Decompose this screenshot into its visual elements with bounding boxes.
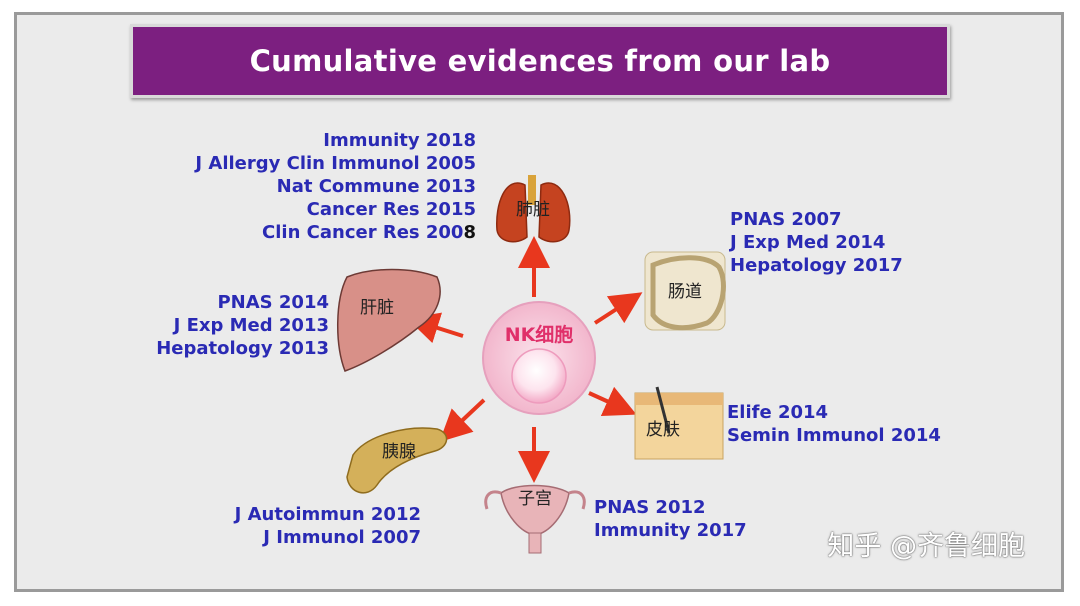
nk-cell: NK细胞 bbox=[482, 301, 596, 415]
citation: Immunity 2017 bbox=[594, 520, 747, 541]
citation: Hepatology 2013 bbox=[156, 338, 329, 359]
liver-citations: PNAS 2014 J Exp Med 2013 Hepatology 2013 bbox=[156, 291, 329, 360]
citation: Cancer Res 2015 bbox=[306, 199, 476, 220]
skin-citations: Elife 2014 Semin Immunol 2014 bbox=[727, 401, 941, 447]
arrows bbox=[406, 236, 643, 483]
skin-label: 皮肤 bbox=[646, 420, 680, 440]
uterus-illustration: 子宫 bbox=[484, 484, 586, 554]
citation: PNAS 2012 bbox=[594, 497, 706, 518]
citation: J Exp Med 2013 bbox=[173, 315, 329, 336]
citation: Nat Commune 2013 bbox=[276, 176, 476, 197]
uterus-label: 子宫 bbox=[518, 489, 552, 509]
citation: PNAS 2014 bbox=[217, 292, 329, 313]
lung-citations: Immunity 2018 J Allergy Clin Immunol 200… bbox=[195, 129, 476, 244]
slide-title: Cumulative evidences from our lab bbox=[249, 44, 831, 78]
citation: J Allergy Clin Immunol 2005 bbox=[195, 153, 476, 174]
nk-cell-organ-diagram: NK细胞 肺脏 肝脏 肠道 皮肤 bbox=[337, 175, 726, 554]
citation: Immunity 2018 bbox=[323, 130, 476, 151]
citation: Semin Immunol 2014 bbox=[727, 425, 941, 446]
intestine-illustration: 肠道 bbox=[644, 251, 726, 331]
slide: Cumulative evidences from our lab bbox=[14, 12, 1064, 592]
citation: PNAS 2007 bbox=[730, 209, 842, 230]
lung-illustration: 肺脏 bbox=[496, 175, 571, 243]
arrow-to-skin bbox=[588, 386, 637, 416]
citation: Clin Cancer Res 2008 bbox=[195, 221, 476, 244]
citation: J Exp Med 2014 bbox=[730, 232, 886, 253]
uterus-citations: PNAS 2012 Immunity 2017 bbox=[594, 496, 747, 542]
liver-illustration: 肝脏 bbox=[337, 268, 441, 372]
citation-text: Clin Cancer Res 200 bbox=[262, 222, 464, 243]
skin-illustration: 皮肤 bbox=[634, 386, 724, 460]
nk-cell-label: NK细胞 bbox=[505, 323, 574, 346]
pancreas-label: 胰腺 bbox=[382, 442, 416, 462]
citation-last-digit: 8 bbox=[463, 222, 476, 243]
pancreas-citations: J Autoimmun 2012 J Immunol 2007 bbox=[235, 503, 421, 549]
intestine-citations: PNAS 2007 J Exp Med 2014 Hepatology 2017 bbox=[730, 208, 903, 277]
citation: Hepatology 2017 bbox=[730, 255, 903, 276]
liver-label: 肝脏 bbox=[360, 298, 394, 318]
intestine-label: 肠道 bbox=[668, 282, 702, 302]
arrow-to-pancreas bbox=[439, 398, 486, 442]
citation: Elife 2014 bbox=[727, 402, 829, 423]
arrow-to-intestine bbox=[593, 292, 643, 325]
citation: J Immunol 2007 bbox=[263, 527, 421, 548]
watermark: 知乎 @齐鲁细胞 bbox=[827, 531, 1025, 562]
lung-label: 肺脏 bbox=[516, 200, 550, 220]
title-banner: Cumulative evidences from our lab bbox=[130, 24, 950, 98]
pancreas-illustration: 胰腺 bbox=[346, 427, 448, 494]
arrow-to-liver bbox=[406, 312, 464, 344]
citation: J Autoimmun 2012 bbox=[234, 504, 421, 525]
